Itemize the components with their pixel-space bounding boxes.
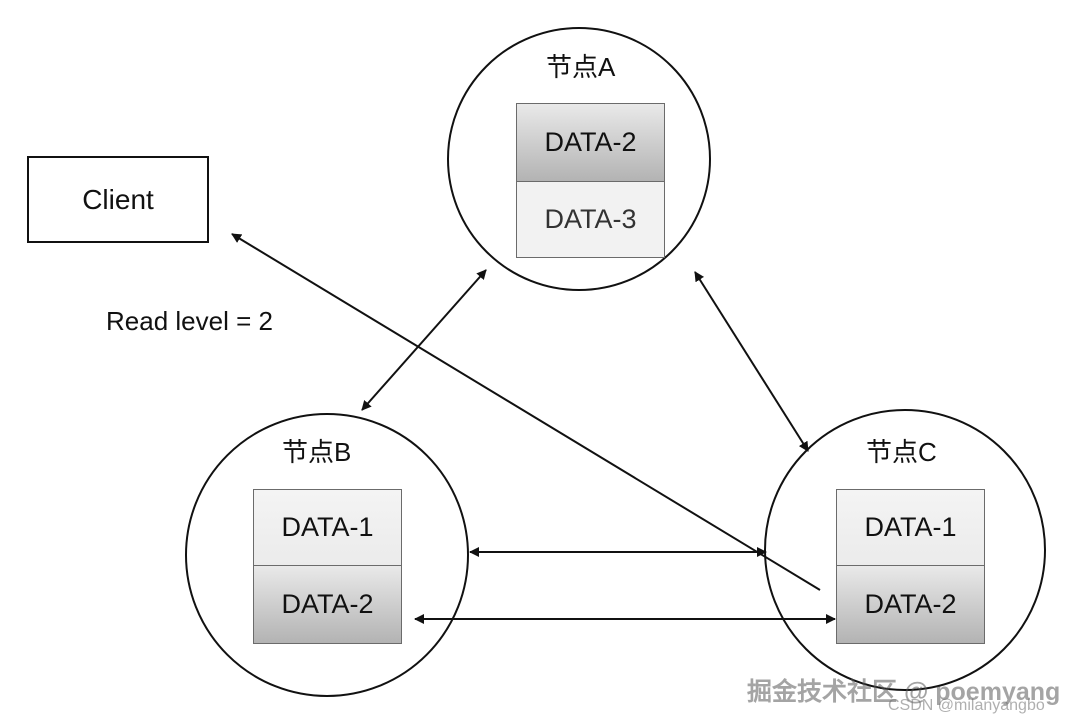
link-c-to-client	[231, 233, 821, 591]
node-c-cell-1-label: DATA-1	[864, 512, 957, 542]
link-a-b	[361, 269, 487, 411]
node-c-title: 节点C	[866, 437, 937, 467]
node-b-circle	[185, 413, 469, 697]
node-a-cell-2-label: DATA-3	[544, 204, 637, 234]
node-b-cell-1-label: DATA-1	[281, 512, 374, 542]
node-c-cell-1: DATA-1	[836, 489, 985, 566]
node-b-cell-2-label: DATA-2	[281, 589, 374, 619]
node-b-cell-1: DATA-1	[253, 489, 402, 566]
node-a-circle	[447, 27, 711, 291]
node-a-cell-2: DATA-3	[516, 181, 665, 258]
node-b-title: 节点B	[282, 437, 352, 467]
node-a-title: 节点A	[546, 52, 616, 82]
node-c-cell-2-label: DATA-2	[864, 589, 957, 619]
client-label: Client	[82, 183, 154, 215]
node-a-cell-1-label: DATA-2	[544, 127, 637, 157]
node-a-cell-1: DATA-2	[516, 103, 665, 182]
watermark-sub: CSDN @milanyangbo	[888, 697, 1045, 714]
read-level-label: Read level = 2	[106, 306, 273, 336]
node-c-cell-2: DATA-2	[836, 565, 985, 644]
watermark-main: 掘金技术社区 @ poemyang	[747, 678, 1061, 706]
node-b-cell-2: DATA-2	[253, 565, 402, 644]
client-box: Client	[27, 156, 209, 243]
link-a-c	[694, 271, 809, 452]
